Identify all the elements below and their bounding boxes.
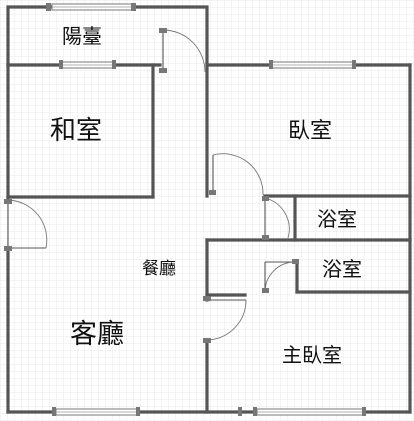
room-label-bathroom-2: 浴室 — [322, 257, 362, 281]
room-label-balcony: 陽臺 — [62, 24, 102, 48]
master-bedroom-door — [203, 296, 247, 343]
balcony-wall-right — [133, 5, 209, 64]
room-label-bedroom: 臥室 — [288, 119, 332, 144]
room-label-japanese-room: 和室 — [50, 116, 102, 146]
bedroom-door — [209, 153, 264, 196]
bathroom-2-door — [262, 259, 299, 293]
room-label-master-bedroom: 主臥室 — [282, 343, 342, 367]
balcony-door — [159, 28, 206, 73]
balcony-wall — [6, 5, 48, 67]
room-label-dining: 餐廳 — [142, 259, 176, 279]
living-room-window — [52, 407, 140, 416]
windows — [46, 3, 366, 416]
japanese-room-window — [59, 60, 116, 69]
front-door — [4, 199, 48, 252]
balcony-window — [46, 3, 136, 11]
bathroom-1-door — [262, 196, 290, 240]
room-label-living-room: 客廳 — [70, 319, 124, 350]
window-end-caps — [238, 407, 242, 416]
doors — [4, 28, 299, 343]
master-bedroom-window — [253, 407, 366, 416]
bedroom-window — [269, 60, 356, 69]
room-label-bathroom-1: 浴室 — [317, 207, 357, 231]
